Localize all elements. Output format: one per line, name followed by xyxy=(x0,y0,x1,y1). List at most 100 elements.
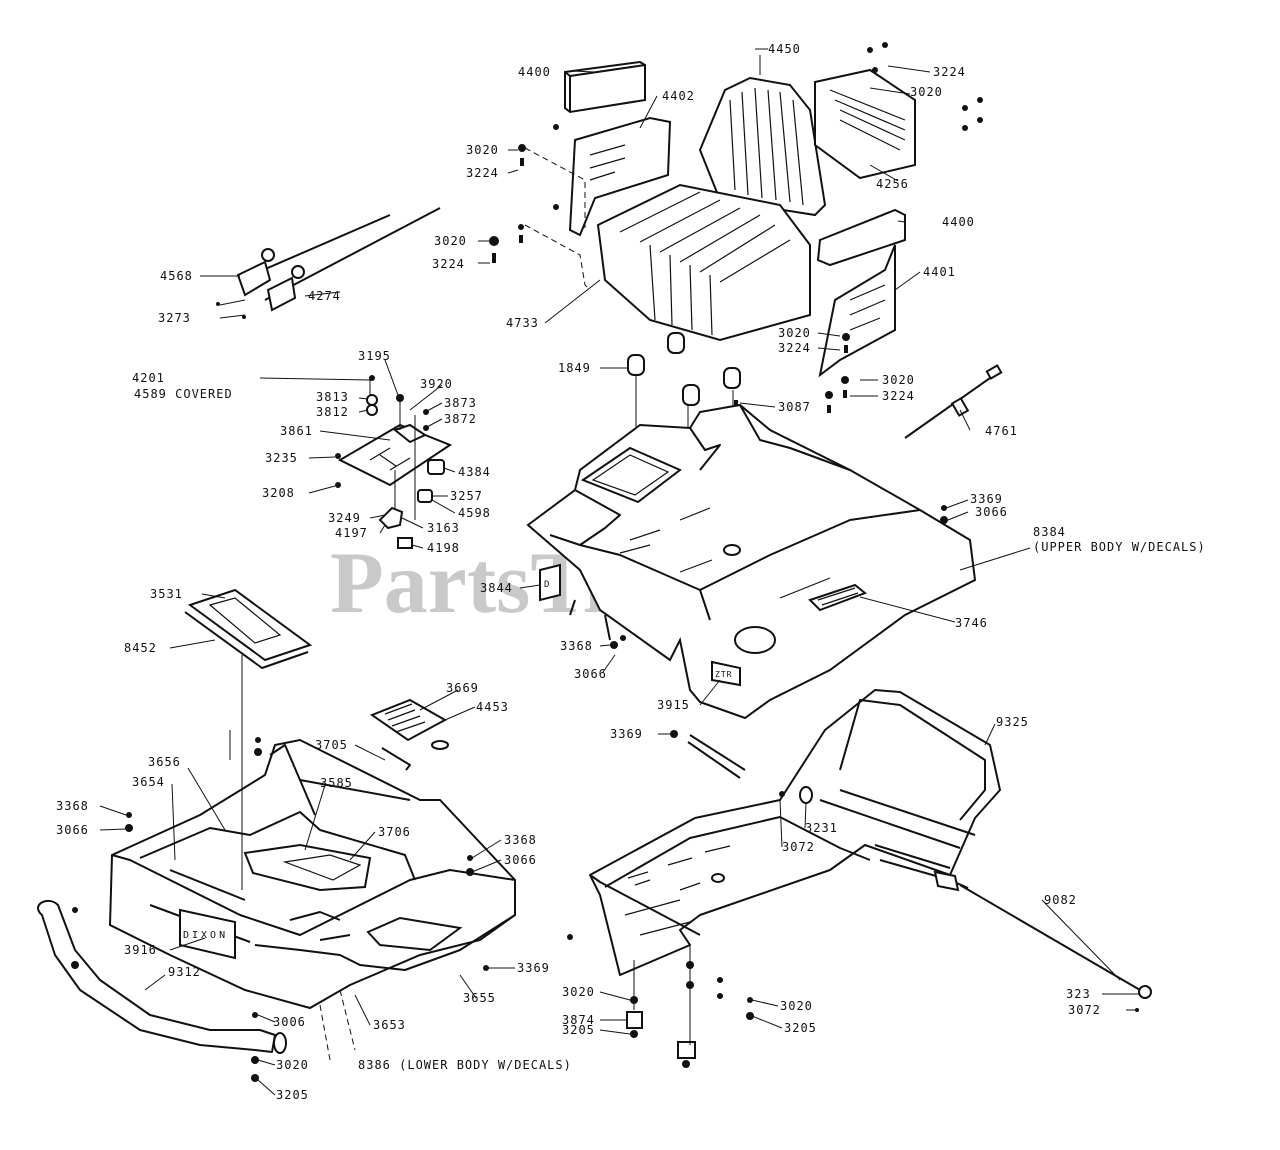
label-3705: 3705 xyxy=(315,738,348,752)
label-3020: 3020 xyxy=(562,985,595,999)
label-4401: 4401 xyxy=(923,265,956,279)
seat-plate-4402 xyxy=(553,116,672,237)
label-4598: 4598 xyxy=(458,506,491,520)
label-3915: 3915 xyxy=(657,698,690,712)
label-3746: 3746 xyxy=(955,616,988,630)
label-3872: 3872 xyxy=(444,412,477,426)
label-3066: 3066 xyxy=(574,667,607,681)
label-8384: 8384 xyxy=(1033,525,1066,539)
label-3087: 3087 xyxy=(778,400,811,414)
leader-lines xyxy=(99,48,1140,1096)
label-3020: 3020 xyxy=(910,85,943,99)
label-upper-body-note: (UPPER BODY W/DECALS) xyxy=(1033,540,1206,554)
label-4256: 4256 xyxy=(876,177,909,191)
front-bumper-9312 xyxy=(37,899,287,1082)
strap-4761 xyxy=(904,364,1003,439)
label-4589-covered: 4589 COVERED xyxy=(134,387,233,401)
seat-bracket-4256 xyxy=(814,42,983,180)
label-3224: 3224 xyxy=(933,65,966,79)
label-323: 323 xyxy=(1066,987,1091,1001)
label-3873: 3873 xyxy=(444,396,477,410)
label-3812: 3812 xyxy=(316,405,349,419)
label-9312: 9312 xyxy=(168,965,201,979)
seat-cushion-4733 xyxy=(596,183,811,342)
label-9325: 9325 xyxy=(996,715,1029,729)
label-4402: 4402 xyxy=(662,89,695,103)
label-3205: 3205 xyxy=(276,1088,309,1102)
label-4274: 4274 xyxy=(308,289,341,303)
label-4400: 4400 xyxy=(942,215,975,229)
upper-body-8384: D ZTR xyxy=(526,403,977,720)
control-levers-4568-4274 xyxy=(216,207,441,319)
label-3020: 3020 xyxy=(780,999,813,1013)
label-4384: 4384 xyxy=(458,465,491,479)
label-3020: 3020 xyxy=(434,234,467,248)
label-3369: 3369 xyxy=(610,727,643,741)
label-3224: 3224 xyxy=(882,389,915,403)
label-9082: 9082 xyxy=(1044,893,1077,907)
seat-hardware xyxy=(489,144,850,413)
label-3224: 3224 xyxy=(432,257,465,271)
frame-hardware xyxy=(567,730,785,1068)
label-3273: 3273 xyxy=(158,311,191,325)
frame-9325 xyxy=(589,689,1001,976)
seat-bumpers-1849 xyxy=(627,332,741,406)
label-3669: 3669 xyxy=(446,681,479,695)
lower-body-8386: DIXON xyxy=(108,737,516,1010)
label-3072: 3072 xyxy=(1068,1003,1101,1017)
label-3066: 3066 xyxy=(504,853,537,867)
label-3020: 3020 xyxy=(882,373,915,387)
label-3020: 3020 xyxy=(778,326,811,340)
label-3205: 3205 xyxy=(562,1023,595,1037)
label-3916: 3916 xyxy=(124,943,157,957)
label-1849: 1849 xyxy=(558,361,591,375)
label-4568: 4568 xyxy=(160,269,193,283)
label-3224: 3224 xyxy=(778,341,811,355)
label-3654: 3654 xyxy=(132,775,165,789)
label-3257: 3257 xyxy=(450,489,483,503)
label-3874: 3874 xyxy=(562,1013,595,1027)
label-3368: 3368 xyxy=(560,639,593,653)
label-3163: 3163 xyxy=(427,521,460,535)
label-4450: 4450 xyxy=(768,42,801,56)
dixon-logo: DIXON xyxy=(183,930,228,941)
label-3235: 3235 xyxy=(265,451,298,465)
label-3844: 3844 xyxy=(480,581,513,595)
control-panel-3861 xyxy=(335,375,453,549)
label-3195: 3195 xyxy=(358,349,391,363)
label-3368: 3368 xyxy=(56,799,89,813)
label-3020: 3020 xyxy=(466,143,499,157)
part-labels: 4400 4450 3224 3020 4402 3020 3224 4256 … xyxy=(56,42,1206,1102)
label-3072: 3072 xyxy=(782,840,815,854)
label-3205: 3205 xyxy=(784,1021,817,1035)
label-4198: 4198 xyxy=(427,541,460,555)
rod-9082 xyxy=(959,884,1152,1012)
seat-plate-4401 xyxy=(818,244,896,378)
label-8452: 8452 xyxy=(124,641,157,655)
label-3369: 3369 xyxy=(970,492,1003,506)
label-3585: 3585 xyxy=(320,776,353,790)
label-3208: 3208 xyxy=(262,486,295,500)
label-3920: 3920 xyxy=(420,377,453,391)
label-3813: 3813 xyxy=(316,390,349,404)
label-3369: 3369 xyxy=(517,961,550,975)
label-3066: 3066 xyxy=(56,823,89,837)
armrest-right-4400 xyxy=(816,208,906,267)
label-3655: 3655 xyxy=(463,991,496,1005)
label-3006: 3006 xyxy=(273,1015,306,1029)
label-3224: 3224 xyxy=(466,166,499,180)
label-3656: 3656 xyxy=(148,755,181,769)
label-4201: 4201 xyxy=(132,371,165,385)
label-3861: 3861 xyxy=(280,424,313,438)
label-4761: 4761 xyxy=(985,424,1018,438)
ztr-badge: ZTR xyxy=(715,670,732,679)
label-8386-lower-body: 8386 (LOWER BODY W/DECALS) xyxy=(358,1058,572,1072)
label-4197: 4197 xyxy=(335,526,368,540)
label-3020: 3020 xyxy=(276,1058,309,1072)
label-3368: 3368 xyxy=(504,833,537,847)
label-3249: 3249 xyxy=(328,511,361,525)
label-3531: 3531 xyxy=(150,587,183,601)
label-3653: 3653 xyxy=(373,1018,406,1032)
label-4733: 4733 xyxy=(506,316,539,330)
